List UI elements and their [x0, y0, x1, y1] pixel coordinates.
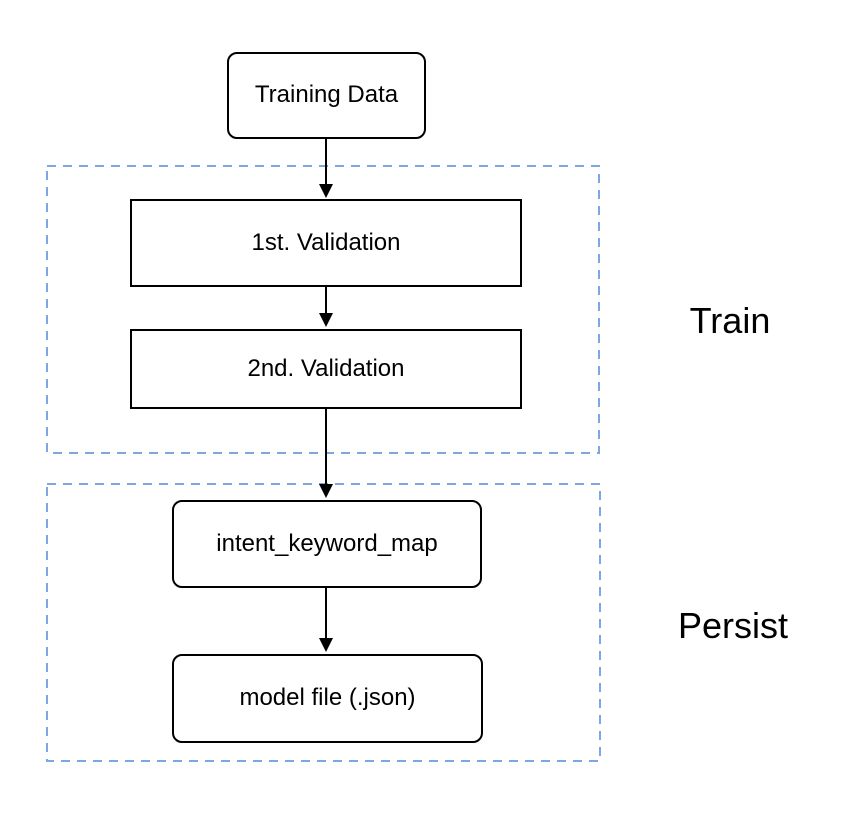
node-model-file-label: model file (.json) [239, 684, 416, 712]
node-first-validation-label: 1st. Validation [251, 228, 401, 256]
arrow-first-to-second-validation [319, 287, 333, 327]
arrow-training-to-first-validation [319, 139, 333, 198]
persist-group-label: Persist [677, 605, 789, 646]
node-model-file: model file (.json) [172, 654, 483, 743]
arrow-intent-map-to-model-file [319, 588, 333, 652]
train-group-label: Train [689, 300, 771, 341]
node-second-validation: 2nd. Validation [130, 329, 522, 409]
train-group-container [46, 165, 600, 454]
node-intent-keyword-map-label: intent_keyword_map [216, 529, 438, 557]
node-first-validation: 1st. Validation [130, 199, 522, 287]
node-training-data-label: Training Data [254, 81, 399, 109]
node-second-validation-label: 2nd. Validation [247, 354, 405, 382]
node-training-data: Training Data [227, 52, 426, 139]
node-intent-keyword-map: intent_keyword_map [172, 500, 482, 588]
arrow-second-validation-to-intent-map [319, 409, 333, 498]
